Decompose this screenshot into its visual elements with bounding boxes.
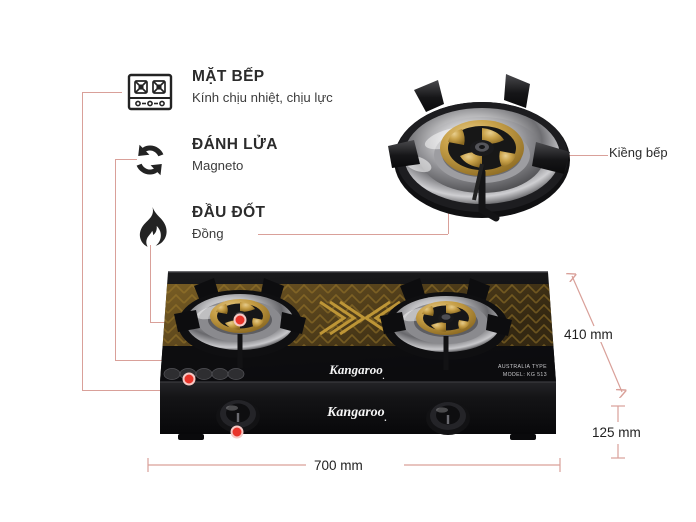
feature-burner-text: ĐẦU ĐỐT Đồng xyxy=(192,200,265,242)
feature-cooktop-title: MẶT BẾP xyxy=(192,68,265,85)
dimension-depth-label: 410 mm xyxy=(560,327,617,342)
dimension-width xyxy=(147,458,561,472)
ignition-cycle-icon xyxy=(122,132,178,188)
connector-burner-photo-h xyxy=(258,234,448,235)
svg-text:Kangaroo.: Kangaroo. xyxy=(328,362,384,381)
connector-cooktop-down xyxy=(82,92,83,390)
feature-ignition: ĐÁNH LỬA Magneto xyxy=(122,132,278,188)
callout-pan-support: Kiềng bếp xyxy=(609,145,668,160)
marker-burner-head xyxy=(233,313,247,327)
flame-icon xyxy=(122,200,178,256)
cooktop-icon xyxy=(122,64,178,120)
burner-closeup-photo xyxy=(378,60,598,245)
connector-pansupport xyxy=(560,155,608,156)
feature-ignition-subtitle: Magneto xyxy=(192,157,244,173)
feature-burner: ĐẦU ĐỐT Đồng xyxy=(122,200,265,256)
marker-control-knob xyxy=(230,425,244,439)
svg-text:MODEL: KG 513: MODEL: KG 513 xyxy=(503,372,547,378)
connector-ignition-down xyxy=(115,159,116,360)
feature-ignition-title: ĐÁNH LỬA xyxy=(192,136,278,153)
svg-text:AUSTRALIA TYPE: AUSTRALIA TYPE xyxy=(498,364,547,370)
stove-product-photo: Kangaroo. AUSTRALIA TYPE MODEL: KG 513 K… xyxy=(152,264,562,456)
glass-badge-row xyxy=(163,368,245,380)
marker-badge-row xyxy=(182,372,196,386)
dimension-width-label: 700 mm xyxy=(310,458,367,473)
connector-cooktop-bottom xyxy=(82,390,210,391)
feature-cooktop: MẶT BẾP Kính chịu nhiệt, chịu lực xyxy=(122,64,333,120)
dimension-depth xyxy=(560,268,630,418)
svg-text:Kangaroo.: Kangaroo. xyxy=(326,405,387,423)
dimension-height xyxy=(611,405,625,459)
connector-burner-down xyxy=(150,245,151,322)
dimension-height-label: 125 mm xyxy=(588,425,645,440)
feature-cooktop-subtitle: Kính chịu nhiệt, chịu lực xyxy=(192,89,333,105)
connector-ignition-top xyxy=(115,159,137,160)
feature-burner-title: ĐẦU ĐỐT xyxy=(192,204,266,221)
feature-ignition-text: ĐÁNH LỬA Magneto xyxy=(192,132,278,174)
feature-burner-subtitle: Đồng xyxy=(192,225,224,241)
feature-cooktop-text: MẶT BẾP Kính chịu nhiệt, chịu lực xyxy=(192,64,333,106)
connector-cooktop-top xyxy=(82,92,122,93)
